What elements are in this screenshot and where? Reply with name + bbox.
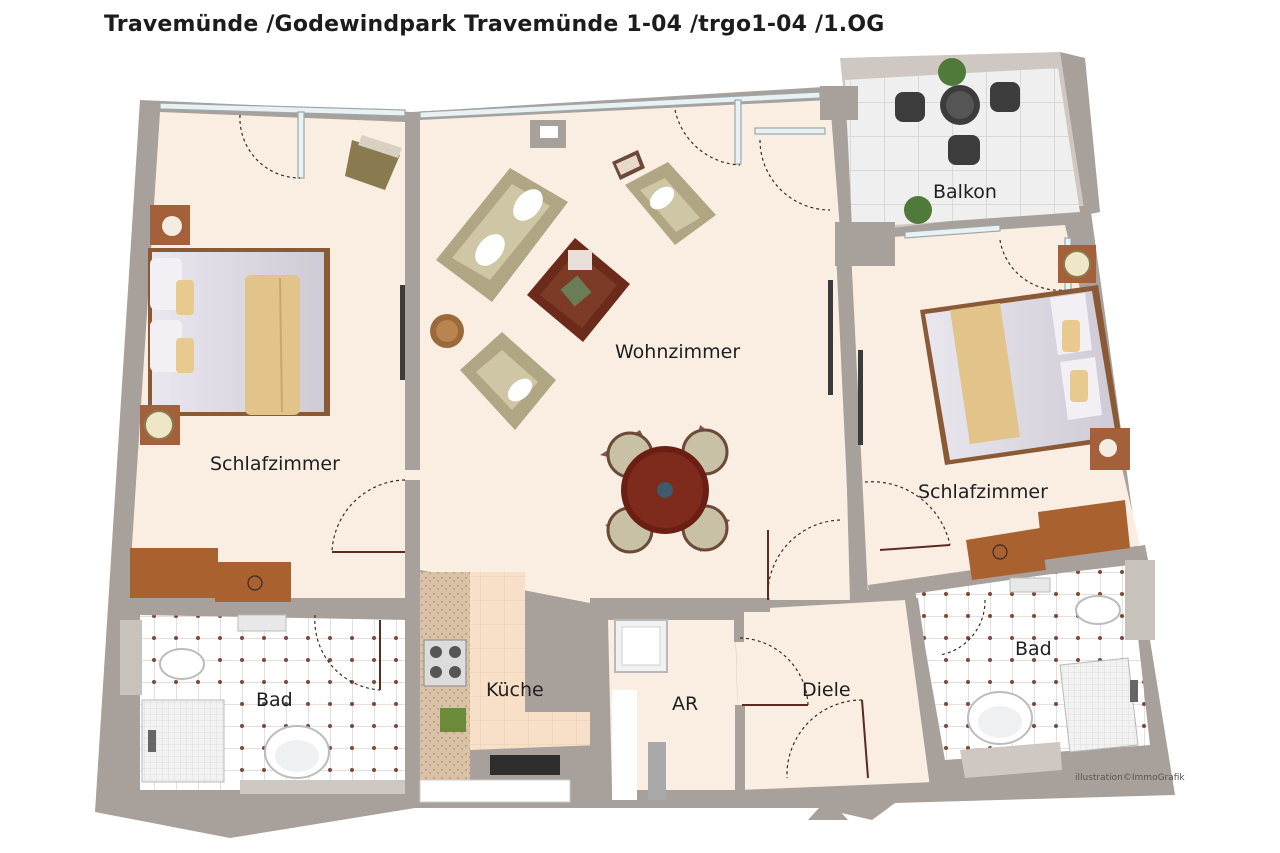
balcony-furniture	[895, 58, 1020, 224]
label-wohnzimmer: Wohnzimmer	[615, 341, 740, 363]
door-leaves	[332, 530, 951, 779]
room-labels: Wohnzimmer Schlafzimmer Schlafzimmer Bad…	[210, 181, 1185, 783]
wardrobe-left	[130, 548, 291, 602]
label-diele: Diele	[802, 679, 851, 701]
nightstands-right	[1058, 245, 1130, 470]
tv-cabinet	[530, 120, 566, 148]
bench-left	[345, 135, 402, 190]
dining-set	[600, 425, 730, 554]
ar-fixtures	[612, 619, 668, 800]
coffee-table	[527, 238, 630, 342]
label-bad-right: Bad	[1015, 638, 1052, 660]
magazines	[612, 150, 645, 180]
bed-right	[920, 285, 1122, 465]
bed-left	[148, 248, 330, 416]
credit-text: illustration©ImmoGrafik	[1075, 773, 1185, 783]
nightstands-left	[140, 205, 190, 445]
kitchen-fixtures	[419, 572, 571, 803]
interior-walls	[120, 86, 1155, 805]
entrance-marker	[808, 798, 848, 820]
sofa	[436, 168, 568, 302]
label-bad-left: Bad	[256, 689, 293, 711]
side-table	[430, 314, 464, 348]
label-schlafzimmer-right: Schlafzimmer	[918, 481, 1048, 503]
label-balkon: Balkon	[933, 181, 997, 203]
wardrobe-right	[966, 500, 1130, 580]
label-ar: AR	[672, 693, 698, 715]
label-schlafzimmer-left: Schlafzimmer	[210, 453, 340, 475]
armchair-top	[625, 162, 716, 245]
bath-right-fixtures	[960, 577, 1139, 778]
sliding-doors	[400, 280, 863, 445]
label-kueche: Küche	[486, 679, 544, 701]
armchair-bottom	[460, 332, 556, 430]
bath-left-fixtures	[141, 614, 405, 794]
plan-title: Travemünde /Godewindpark Travemünde 1-04…	[104, 12, 885, 37]
